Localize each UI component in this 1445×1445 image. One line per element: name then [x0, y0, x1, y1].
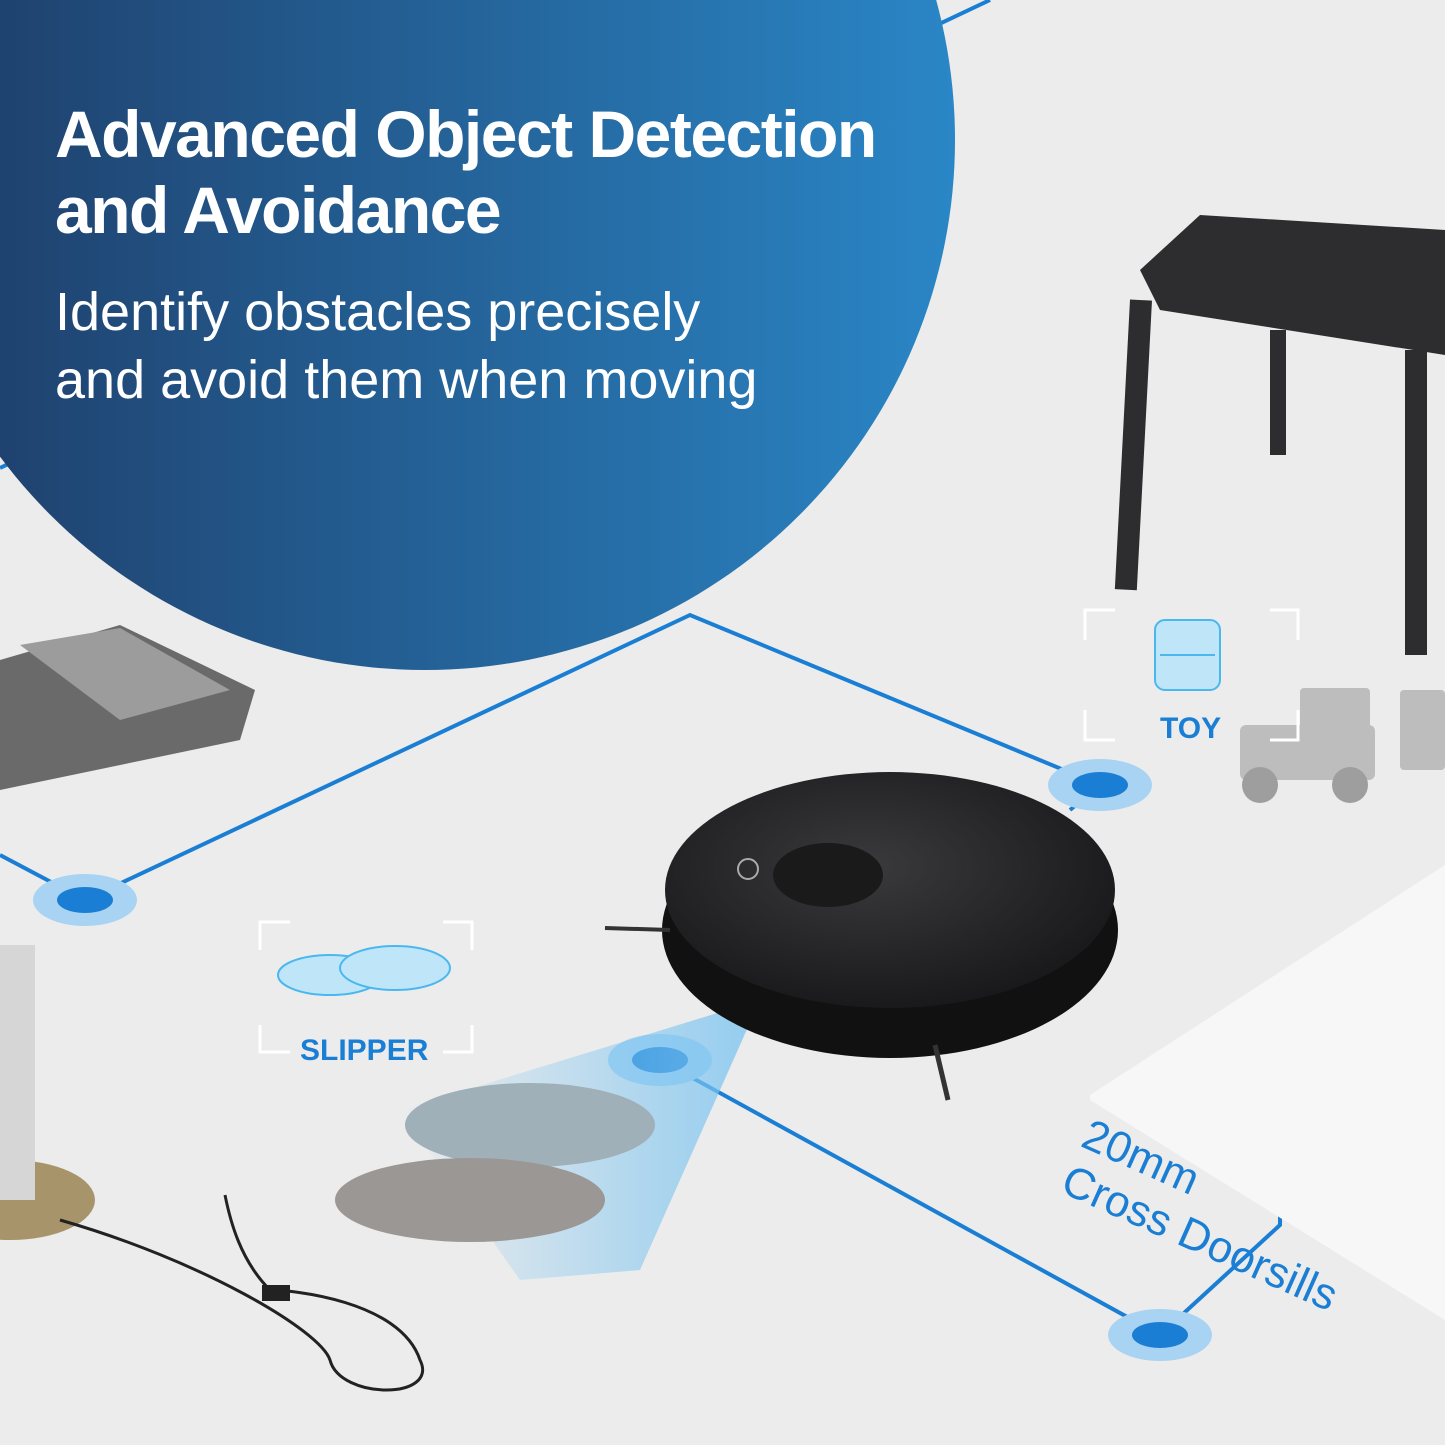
toy-detection-icon	[1154, 619, 1221, 691]
power-cable	[59, 1194, 425, 1392]
toy-label: TOY	[1160, 712, 1222, 745]
cable-switch	[262, 1285, 290, 1301]
magazine-image	[0, 625, 255, 790]
subtitle: Identify obstacles precisely and avoid t…	[55, 278, 757, 414]
title-line-1: Advanced Object Detection	[55, 97, 877, 171]
subtitle-line-2: and avoid them when moving	[55, 350, 758, 410]
slipper-label: SLIPPER	[300, 1034, 429, 1067]
toy-bracket	[1083, 608, 1300, 742]
title-line-2: and Avoidance	[55, 173, 502, 247]
header-circle	[0, 0, 955, 670]
power-button-icon	[737, 858, 759, 880]
slippers-image	[335, 1083, 655, 1242]
slipper-detection-icon	[277, 945, 451, 996]
doorsill-block	[1090, 865, 1445, 1320]
page-title: Advanced Object Detection and Avoidance	[55, 96, 877, 248]
robot-vacuum-image	[604, 772, 1118, 1101]
slipper-bracket	[258, 920, 474, 1054]
lidar-turret	[773, 843, 883, 907]
toy-truck-image	[1240, 688, 1445, 803]
marble-lamp-image	[0, 945, 95, 1240]
chair-image	[1114, 215, 1445, 655]
subtitle-line-1: Identify obstacles precisely	[55, 282, 701, 342]
